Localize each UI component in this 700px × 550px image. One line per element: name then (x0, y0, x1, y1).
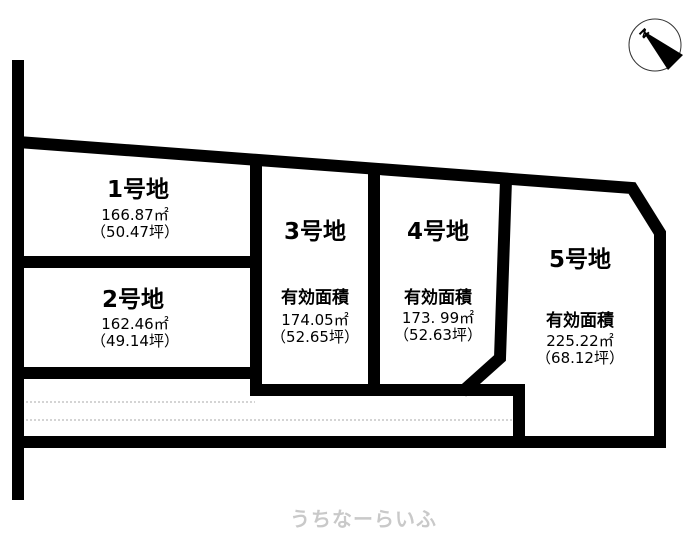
plot-4-name: 4号地 (406, 219, 470, 245)
plot-4-area-tsubo: （52.63坪） (394, 326, 482, 344)
plot-3-area-m2: 174.05㎡ (281, 311, 349, 329)
plot-1-name: 1号地 (106, 177, 170, 203)
plot-3-name: 3号地 (283, 219, 347, 245)
plot-5-area-m2: 225.22㎡ (546, 332, 614, 350)
plot-2-area-tsubo: （49.14坪） (91, 332, 179, 350)
plot-4-area-m2: 173. 99㎡ (401, 309, 475, 327)
watermark: うちなーらいふ (290, 507, 437, 531)
plot-2-area-m2: 162.46㎡ (101, 315, 169, 333)
plot-3-effective-label: 有効面積 (281, 288, 349, 308)
plot-5-name: 5号地 (548, 247, 612, 273)
plot-4-effective-label: 有効面積 (404, 288, 472, 308)
plot-5-area: 225.22㎡ （68.12坪） (536, 333, 624, 367)
site-boundary-top-right (17, 136, 666, 446)
plot-1-area-m2: 166.87㎡ (101, 206, 169, 224)
divider-plot4-plot5 (457, 179, 512, 397)
plot-5-effective-label: 有効面積 (546, 311, 614, 331)
plot-3-area-tsubo: （52.65坪） (271, 328, 359, 346)
plot-2-name: 2号地 (101, 287, 165, 313)
plot-4-area: 173. 99㎡ （52.63坪） (394, 310, 482, 344)
plot-3-area: 174.05㎡ （52.65坪） (271, 312, 359, 346)
private-road-boundary (250, 384, 525, 442)
plot-5-area-tsubo: （68.12坪） (536, 349, 624, 367)
plot-1-area: 166.87㎡ （50.47坪） (91, 207, 179, 241)
compass-icon: N (628, 18, 683, 72)
plot-1-area-tsubo: （50.47坪） (91, 223, 179, 241)
plot-2-area: 162.46㎡ （49.14坪） (91, 316, 179, 350)
